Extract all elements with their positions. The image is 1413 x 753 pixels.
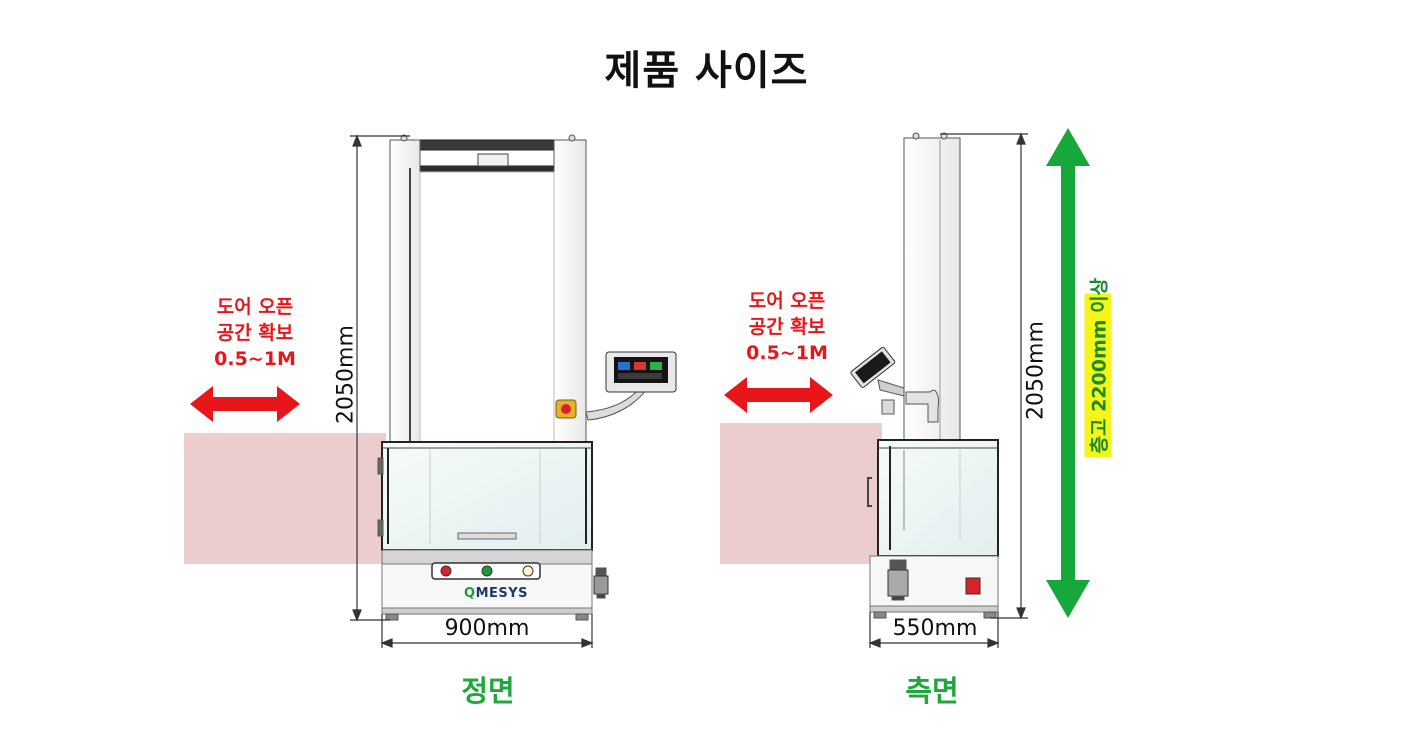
side-view-machine xyxy=(867,132,999,619)
front-view-machine xyxy=(377,134,609,621)
emergency-stop-icon xyxy=(555,399,577,419)
side-view-label: 측면 xyxy=(905,674,959,708)
front-dimension-lines xyxy=(350,134,594,648)
side-door-note-line-1: 도어 오픈 xyxy=(748,290,826,312)
front-view-label: 정면 xyxy=(461,674,515,708)
double-arrow-green-icon xyxy=(1046,128,1090,618)
front-width-label: 900mm xyxy=(444,616,530,641)
side-door-zone xyxy=(720,423,882,564)
front-door-note: 도어 오픈 공간 확보 0.5~1M xyxy=(190,294,320,372)
side-height-label: 2050mm xyxy=(1023,321,1049,420)
side-door-note-line-2: 공간 확보 xyxy=(748,316,826,338)
side-double-arrow-red-icon xyxy=(724,377,833,413)
front-door-note-line-1: 도어 오픈 xyxy=(216,296,294,318)
front-door-note-line-3: 0.5~1M xyxy=(214,348,296,370)
front-door-zone xyxy=(184,433,386,564)
touch-panel-icon xyxy=(585,351,677,421)
front-height-label: 2050mm xyxy=(333,325,359,424)
brand-name: MESYS xyxy=(475,586,529,601)
front-door-note-line-2: 공간 확보 xyxy=(216,322,294,344)
front-double-arrow-red-icon xyxy=(190,386,300,422)
side-touch-panel-icon xyxy=(850,346,905,397)
side-dimension-lines xyxy=(868,132,1028,648)
brand-logo: QMESYS xyxy=(464,586,528,601)
page-title: 제품 사이즈 xyxy=(604,48,809,94)
side-width-label: 550mm xyxy=(892,616,978,641)
side-door-note-line-3: 0.5~1M xyxy=(746,342,828,364)
brand-mark: Q xyxy=(464,586,476,601)
side-door-note: 도어 오픈 공간 확보 0.5~1M xyxy=(722,288,852,366)
ceiling-height-label: 층고 2200mm 이상 xyxy=(1084,278,1112,458)
